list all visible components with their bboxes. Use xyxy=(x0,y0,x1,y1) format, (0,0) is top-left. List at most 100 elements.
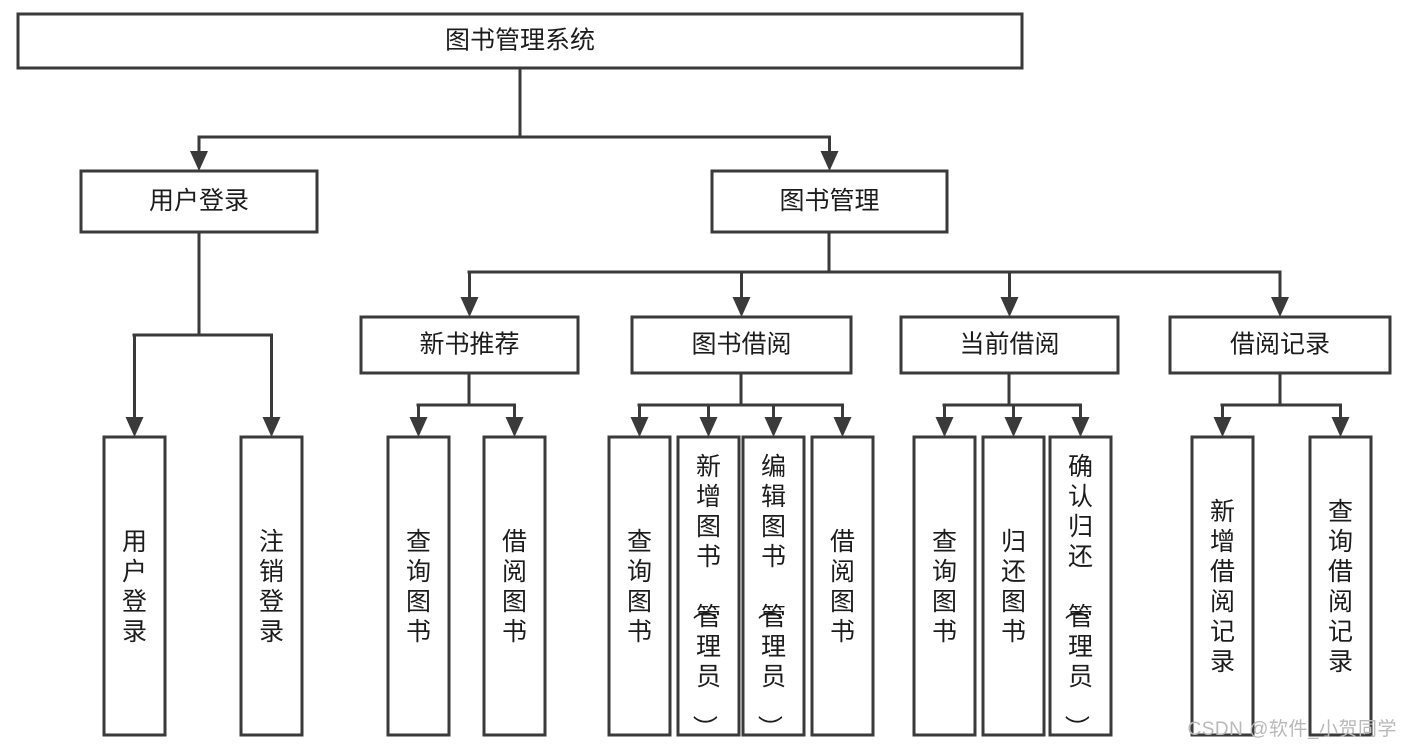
connector-borrow-record-bus xyxy=(1220,371,1342,407)
node-root[interactable]: 图书管理系统 xyxy=(16,12,1024,70)
connectors-layer xyxy=(125,66,1350,437)
node-box[interactable] xyxy=(1308,435,1373,737)
node-box[interactable] xyxy=(981,435,1046,737)
node-l_query_book_2[interactable]: 查询图书 xyxy=(607,435,672,737)
edge-n_new_book_rec-to-l_borrow_book_1 xyxy=(505,403,524,437)
edge-n_new_book_rec-to-l_query_book_1 xyxy=(409,403,428,437)
node-label: 编辑图书（管理员） xyxy=(755,453,786,740)
node-l_borrow_book_1[interactable]: 借阅图书 xyxy=(482,435,547,737)
node-box[interactable] xyxy=(912,435,977,737)
arrow-icon xyxy=(1004,417,1023,437)
arrow-icon xyxy=(1071,417,1090,437)
edge-n_current_borrow-to-l_return_book xyxy=(1004,403,1023,437)
connector-book-borrow-bus xyxy=(637,371,844,407)
node-label: 借阅图书 xyxy=(502,528,527,646)
node-label: 用户登录 xyxy=(149,187,249,215)
arrow-icon xyxy=(262,417,281,437)
node-l_confirm_return[interactable]: 确认归还（管理员） xyxy=(1048,435,1113,740)
node-box[interactable] xyxy=(676,435,741,737)
node-box[interactable] xyxy=(1190,435,1255,737)
arrow-icon xyxy=(1000,297,1019,317)
node-label: 归还图书 xyxy=(1001,528,1026,646)
node-label: 新增借阅记录 xyxy=(1210,498,1235,676)
arrow-icon xyxy=(732,297,751,317)
node-box[interactable] xyxy=(710,169,949,234)
edge-n_book_borrow-to-l_borrow_book_2 xyxy=(833,403,852,437)
node-box[interactable] xyxy=(630,315,853,375)
node-box[interactable] xyxy=(16,12,1024,70)
arrow-icon xyxy=(505,417,524,437)
edge-n_user_login-to-l_logout xyxy=(262,333,281,437)
edge-n_book_manage-to-n_book_borrow xyxy=(732,270,751,317)
watermark-text: CSDN @软件_小贺同学 xyxy=(1187,719,1397,740)
node-l_query_record[interactable]: 查询借阅记录 xyxy=(1308,435,1373,737)
node-label: 注销登录 xyxy=(259,528,284,646)
arrow-icon xyxy=(409,417,428,437)
arrow-icon xyxy=(820,151,839,171)
node-l_add_record[interactable]: 新增借阅记录 xyxy=(1190,435,1255,737)
arrow-icon xyxy=(833,417,852,437)
arrow-icon xyxy=(630,417,649,437)
node-box[interactable] xyxy=(810,435,875,737)
arrow-icon xyxy=(460,297,479,317)
connector-root-bus xyxy=(197,66,831,139)
node-box[interactable] xyxy=(607,435,672,737)
node-box[interactable] xyxy=(79,169,319,234)
node-l_return_book[interactable]: 归还图书 xyxy=(981,435,1046,737)
node-label: 查询图书 xyxy=(932,528,957,646)
node-box[interactable] xyxy=(1048,435,1113,737)
node-l_edit_book[interactable]: 编辑图书（管理员） xyxy=(741,435,806,740)
edge-n_borrow_record-to-l_add_record xyxy=(1213,403,1232,437)
connector-user-login-bus xyxy=(132,230,273,337)
node-label: 查询借阅记录 xyxy=(1328,498,1353,676)
node-l_logout[interactable]: 注销登录 xyxy=(239,435,304,737)
connector-book-manage-bus xyxy=(467,230,1282,274)
arrow-icon xyxy=(764,417,783,437)
edge-root-to-n_user_login xyxy=(190,135,208,171)
node-box[interactable] xyxy=(482,435,547,737)
arrow-icon xyxy=(699,417,718,437)
edge-n_borrow_record-to-l_query_record xyxy=(1331,403,1350,437)
node-n_book_manage[interactable]: 图书管理 xyxy=(710,169,949,234)
edge-n_current_borrow-to-l_confirm_return xyxy=(1071,403,1090,437)
node-l_borrow_book_2[interactable]: 借阅图书 xyxy=(810,435,875,737)
arrow-icon xyxy=(935,417,954,437)
node-label: 查询图书 xyxy=(627,528,652,646)
node-n_user_login[interactable]: 用户登录 xyxy=(79,169,319,234)
node-box[interactable] xyxy=(741,435,806,737)
node-label: 图书管理 xyxy=(779,187,879,215)
node-label: 新增图书（管理员） xyxy=(690,453,721,740)
node-n_current_borrow[interactable]: 当前借阅 xyxy=(899,315,1120,375)
node-label: 图书管理系统 xyxy=(445,27,595,55)
node-box[interactable] xyxy=(1168,315,1392,375)
arrow-icon xyxy=(1271,297,1289,317)
connector-new-book-rec-bus xyxy=(416,371,516,407)
node-label: 当前借阅 xyxy=(959,331,1059,359)
edge-root-to-n_book_manage xyxy=(820,135,839,171)
node-n_book_borrow[interactable]: 图书借阅 xyxy=(630,315,853,375)
node-box[interactable] xyxy=(386,435,451,737)
node-box[interactable] xyxy=(899,315,1120,375)
node-label: 确认归还（管理员） xyxy=(1062,453,1093,740)
edge-n_book_manage-to-n_new_book_rec xyxy=(460,270,479,317)
node-l_query_book_1[interactable]: 查询图书 xyxy=(386,435,451,737)
node-label: 借阅图书 xyxy=(830,528,855,646)
arrow-icon xyxy=(1213,417,1232,437)
node-n_new_book_rec[interactable]: 新书推荐 xyxy=(359,315,580,375)
node-l_query_book_3[interactable]: 查询图书 xyxy=(912,435,977,737)
node-l_user_login[interactable]: 用户登录 xyxy=(102,435,167,737)
edge-n_user_login-to-l_user_login xyxy=(125,333,144,437)
arrow-icon xyxy=(1331,417,1350,437)
node-box[interactable] xyxy=(102,435,167,737)
arrow-icon xyxy=(125,417,144,437)
node-box[interactable] xyxy=(239,435,304,737)
node-n_borrow_record[interactable]: 借阅记录 xyxy=(1168,315,1392,375)
node-label: 查询图书 xyxy=(406,528,431,646)
edge-n_book_manage-to-n_borrow_record xyxy=(1271,270,1289,317)
edge-n_current_borrow-to-l_query_book_3 xyxy=(935,403,954,437)
node-l_add_book[interactable]: 新增图书（管理员） xyxy=(676,435,741,740)
node-box[interactable] xyxy=(359,315,580,375)
edge-n_book_borrow-to-l_query_book_2 xyxy=(630,403,649,437)
